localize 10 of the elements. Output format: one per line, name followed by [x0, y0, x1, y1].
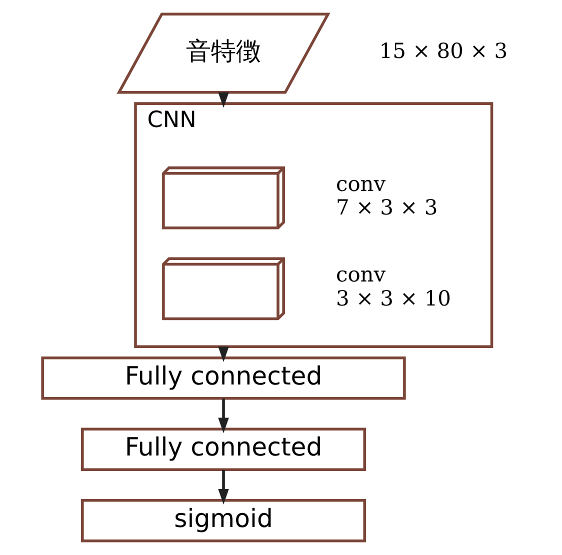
arrow [218, 470, 228, 504]
node-box: Fully connected [40, 356, 406, 400]
node-label: conv [335, 262, 386, 287]
node-box: Fully connected [80, 428, 366, 471]
node-label: conv [335, 172, 386, 196]
node-label: 15 × 80 × 3 [378, 39, 508, 64]
node-label: 3 × 3 × 10 [335, 286, 450, 310]
node-box: sigmoid [80, 498, 366, 542]
arrow [218, 398, 228, 434]
node-label: 7 × 3 × 3 [335, 196, 438, 220]
